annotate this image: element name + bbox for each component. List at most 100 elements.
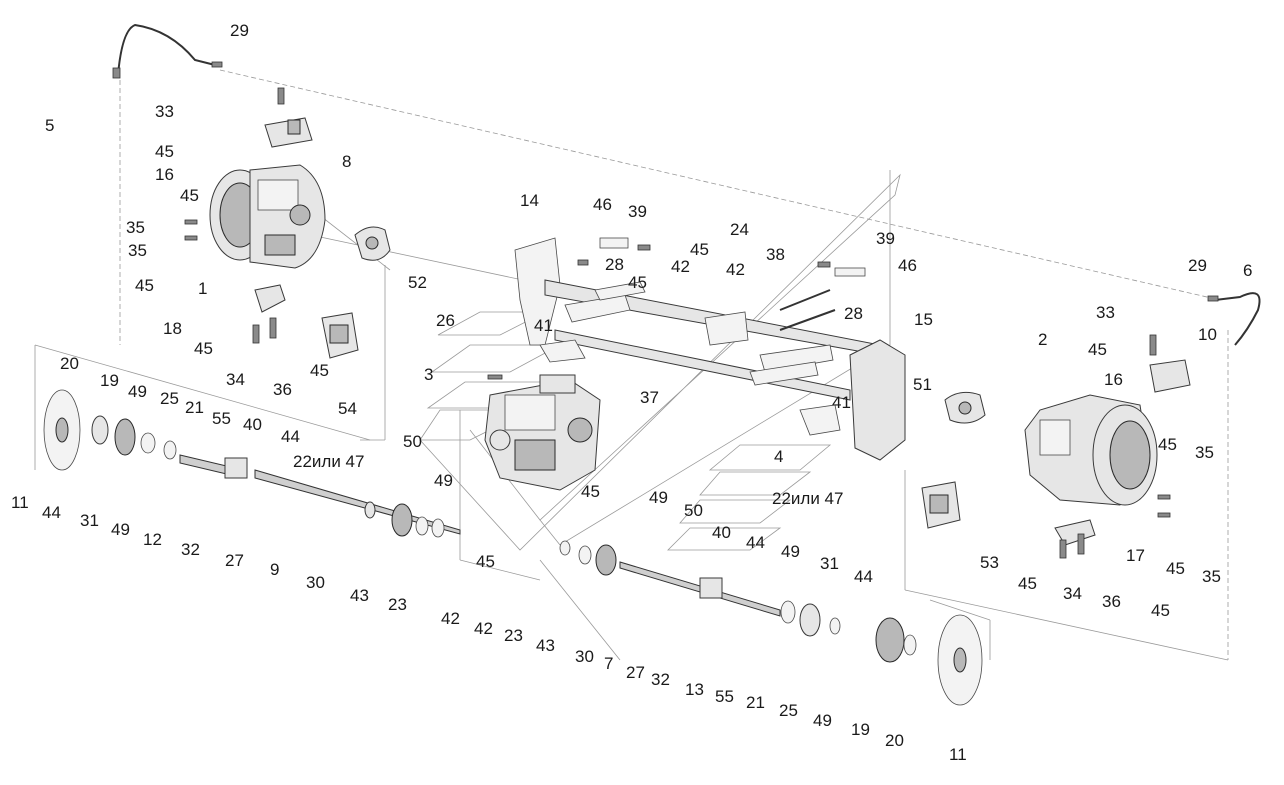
part-label: 25 [160,389,179,408]
part-label: 34 [1063,584,1082,603]
part-label: 45 [194,339,213,358]
part-label: 15 [914,310,933,329]
part-label: 8 [342,152,351,171]
part-label: 45 [135,276,154,295]
part-label: 17 [1126,546,1145,565]
left-axle-shaft [43,389,461,538]
part-label: 29 [1188,256,1207,275]
part-label: 16 [155,165,174,184]
part-label: 18 [163,319,182,338]
part-label: 45 [180,186,199,205]
part-label: 49 [813,711,832,730]
part-label: 55 [212,409,231,428]
part-label: 45 [1151,601,1170,620]
part-label: 34 [226,370,245,389]
part-label: 35 [1202,567,1221,586]
chassis-frame [514,237,906,461]
part-label: 28 [605,255,624,274]
part-label: 43 [536,636,555,655]
part-label: 45 [628,273,647,292]
part-label: 52 [408,273,427,292]
part-label: 7 [604,654,613,673]
part-label: 33 [155,102,174,121]
part-label: 55 [715,687,734,706]
part-label: 1 [198,279,207,298]
part-label: 11 [11,493,29,512]
part-label: 51 [913,375,932,394]
part-label: 3 [424,365,433,384]
part-label: 54 [338,399,357,418]
part-label: 49 [649,488,668,507]
part-label: 21 [185,398,204,417]
part-label: 45 [310,361,329,380]
part-label: 45 [581,482,600,501]
part-label: 46 [898,256,917,275]
part-label: 29 [230,21,249,40]
part-label: 43 [350,586,369,605]
part-label: 49 [128,382,147,401]
part-label: 44 [42,503,61,522]
part-label: 38 [766,245,785,264]
part-label: 42 [474,619,493,638]
part-label: 50 [684,501,703,520]
part-label: 42 [726,260,745,279]
part-label: 30 [306,573,325,592]
part-label: 26 [436,311,455,330]
brake-cable-left [112,23,223,79]
right-axle-shaft [559,540,983,706]
part-label: 13 [685,680,704,699]
part-label: 44 [746,533,765,552]
part-label: 45 [690,240,709,259]
part-label: 23 [504,626,523,645]
central-transmission [484,374,601,491]
part-label: 22или 47 [293,452,364,471]
part-label: 39 [628,202,647,221]
part-label: 21 [746,693,765,712]
part-labels: 29 5 33 45 8 16 45 35 35 45 1 18 45 34 3… [11,21,1252,764]
part-label: 19 [100,371,119,390]
part-label: 36 [273,380,292,399]
part-label: 36 [1102,592,1121,611]
part-label: 46 [593,195,612,214]
part-label: 44 [854,567,873,586]
part-label: 49 [111,520,130,539]
part-label: 41 [832,393,851,412]
part-label: 35 [1195,443,1214,462]
part-label: 30 [575,647,594,666]
part-label: 10 [1198,325,1217,344]
part-label: 35 [126,218,145,237]
part-label: 40 [243,415,262,434]
part-label: 45 [155,142,174,161]
part-label: 45 [476,552,495,571]
part-label: 2 [1038,330,1047,349]
guide-lines [34,69,1229,661]
part-label: 49 [781,542,800,561]
part-label: 31 [820,554,839,573]
final-drive-left [184,87,391,359]
part-label: 32 [651,670,670,689]
part-label: 33 [1096,303,1115,322]
part-label: 50 [403,432,422,451]
part-label: 6 [1243,261,1252,280]
part-label: 20 [885,731,904,750]
part-label: 19 [851,720,870,739]
part-label: 40 [712,523,731,542]
part-label: 11 [949,745,967,764]
part-label: 5 [45,116,54,135]
part-label: 20 [60,354,79,373]
part-label: 41 [534,316,553,335]
part-label: 27 [225,551,244,570]
part-label: 14 [520,191,539,210]
part-label: 42 [441,609,460,628]
part-label: 44 [281,427,300,446]
brake-cable-right [1207,292,1261,346]
part-label: 39 [876,229,895,248]
part-label: 25 [779,701,798,720]
part-label: 49 [434,471,453,490]
part-label: 22или 47 [772,489,843,508]
part-label: 53 [980,553,999,572]
final-drive-right [921,334,1191,559]
part-label: 32 [181,540,200,559]
part-label: 45 [1018,574,1037,593]
